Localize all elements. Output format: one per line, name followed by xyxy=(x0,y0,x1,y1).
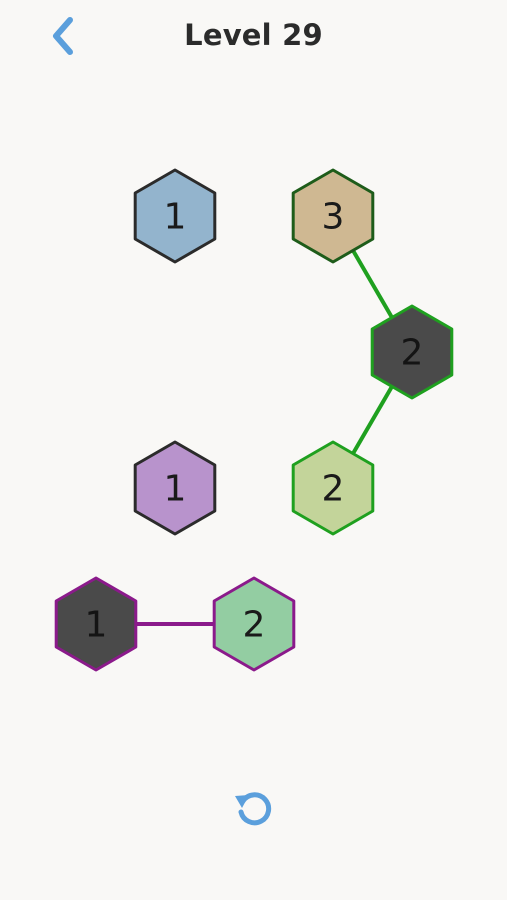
hex-number: 2 xyxy=(322,469,345,510)
hex-shape xyxy=(212,576,296,672)
hex-shape xyxy=(54,576,138,672)
links-layer xyxy=(96,214,414,626)
hex-number: 2 xyxy=(243,605,266,646)
hex-number: 1 xyxy=(164,197,187,238)
hex-shape xyxy=(291,440,375,536)
hex-shape xyxy=(133,440,217,536)
chevron-left-icon xyxy=(53,17,73,55)
top-bar: Level 29 xyxy=(0,0,507,76)
level-title: Level 29 xyxy=(184,18,323,52)
hex-tile[interactable]: 1 xyxy=(133,440,217,536)
hex-tile[interactable]: 2 xyxy=(212,576,296,672)
restart-button[interactable] xyxy=(232,786,276,830)
tiles-layer: 1 3 2 1 2 1 2 xyxy=(54,168,454,672)
hex-tile[interactable]: 1 xyxy=(133,168,217,264)
hex-number: 1 xyxy=(85,605,108,646)
restart-icon xyxy=(235,792,272,826)
hex-number: 2 xyxy=(401,333,424,374)
hex-tile[interactable]: 2 xyxy=(370,304,454,400)
hex-tile[interactable]: 3 xyxy=(291,168,375,264)
hex-number: 3 xyxy=(322,197,345,238)
back-button[interactable] xyxy=(40,14,84,58)
hex-shape xyxy=(370,304,454,400)
hex-shape xyxy=(133,168,217,264)
hex-tile[interactable]: 2 xyxy=(291,440,375,536)
hex-shape xyxy=(291,168,375,264)
hex-number: 1 xyxy=(164,469,187,510)
hex-tile[interactable]: 1 xyxy=(54,576,138,672)
